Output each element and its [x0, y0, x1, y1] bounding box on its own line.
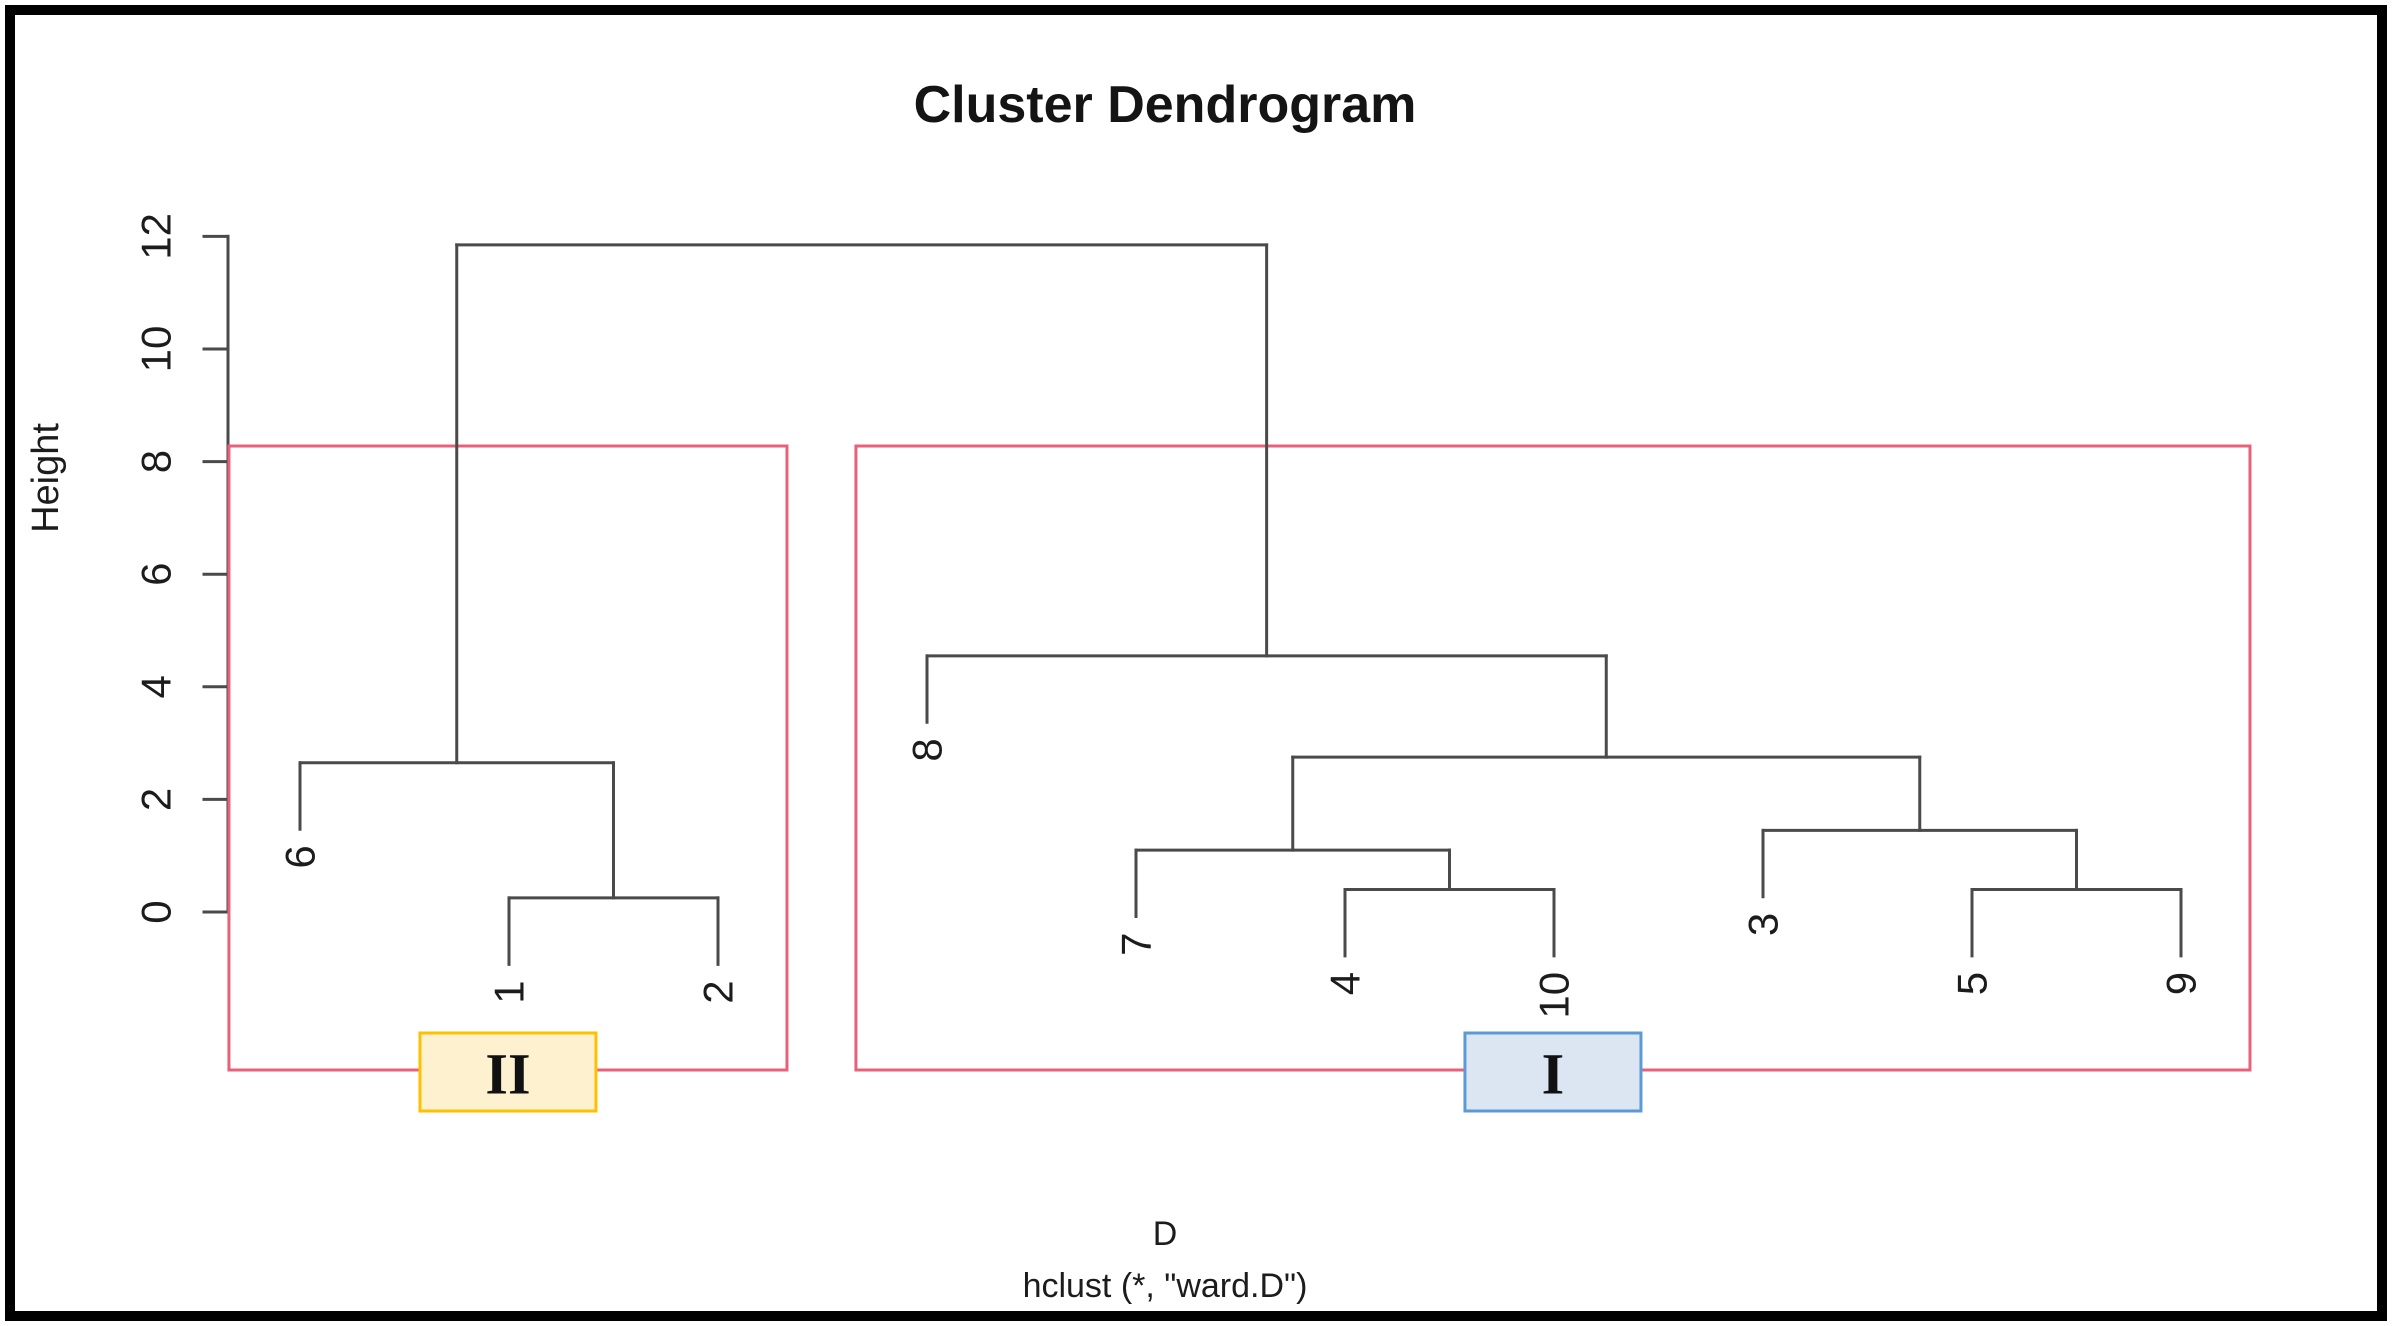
- leaf-label-2: 2: [695, 980, 742, 1003]
- cluster-rects: [227, 444, 2252, 1072]
- y-axis: 0 2 4 6 8 10 12: [133, 213, 230, 924]
- outer-frame: [5, 5, 2387, 1321]
- leaf-label-3: 3: [1740, 913, 1787, 936]
- leaf-label-5: 5: [1949, 972, 1996, 995]
- cluster-box-II: [418, 1031, 598, 1113]
- leaf-label-9: 9: [2158, 972, 2205, 995]
- y-tick-label: 4: [133, 675, 180, 698]
- cluster-box-I: [1463, 1031, 1643, 1113]
- leaf-label-8: 8: [904, 738, 951, 761]
- y-tick-label: 12: [133, 213, 180, 260]
- cluster-rect-II: [227, 444, 789, 1072]
- y-tick-label: 0: [133, 900, 180, 923]
- x-axis-caption-line2: hclust (*, "ward.D"): [1023, 1267, 1308, 1305]
- leaf-label-1: 1: [486, 980, 533, 1003]
- y-tick-label: 6: [133, 563, 180, 586]
- cluster-box-label-I: I: [1542, 1042, 1565, 1107]
- leaf-label-6: 6: [277, 845, 324, 868]
- x-axis-caption-line1: D: [1153, 1215, 1178, 1253]
- cluster-box-label-II: II: [485, 1042, 530, 1107]
- leaf-label-10: 10: [1531, 972, 1578, 1019]
- leaf-label-4: 4: [1322, 972, 1369, 995]
- chart-title: Cluster Dendrogram: [914, 76, 1417, 134]
- leaf-label-7: 7: [1113, 933, 1160, 956]
- y-tick-label: 8: [133, 450, 180, 473]
- y-tick-label: 10: [133, 326, 180, 373]
- y-axis-title: Height: [25, 423, 67, 533]
- dendrogram-tree: 1 2 6 4 10 7 5 9 3 8: [277, 243, 2205, 1019]
- y-tick-label: 2: [133, 788, 180, 811]
